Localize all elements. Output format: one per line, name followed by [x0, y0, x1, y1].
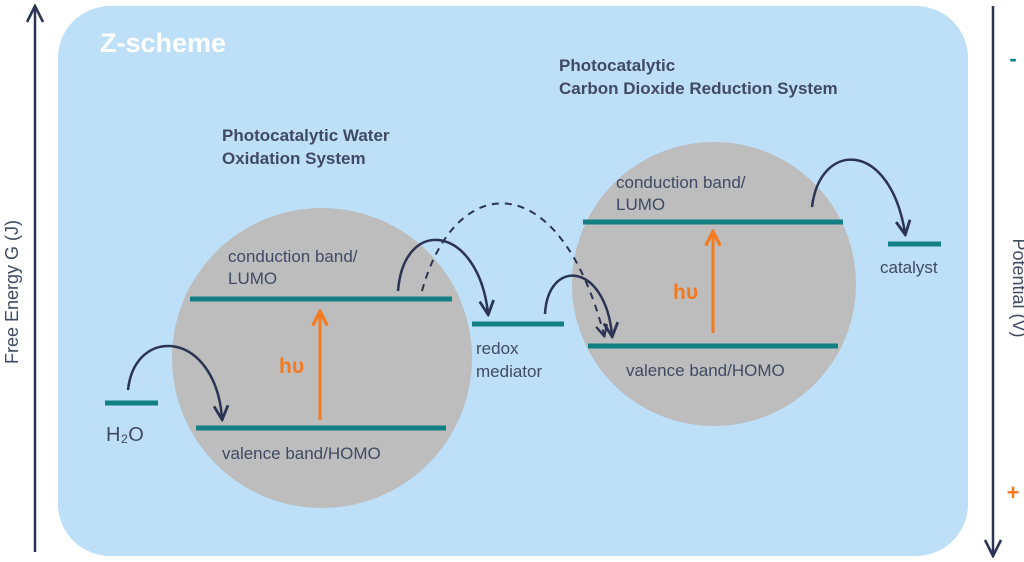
- co2-system-label-line2: Carbon Dioxide Reduction System: [559, 79, 838, 98]
- water-system-label-line2: Oxidation System: [222, 149, 366, 168]
- diagram-title: Z-scheme: [100, 28, 226, 58]
- redox-mediator-label-line1: redox: [476, 339, 519, 358]
- co2-system-label-line1: Photocatalytic: [559, 56, 675, 75]
- water-system-label-line1: Photocatalytic Water: [222, 126, 390, 145]
- conduction-band-to-mediator-arrow: [396, 238, 488, 313]
- co2-conduction-band-label-line2: LUMO: [616, 195, 665, 214]
- water-photon-label: hυ: [279, 355, 304, 378]
- free-energy-axis-label: Free Energy G (J): [2, 220, 22, 364]
- catalyst-label: catalyst: [880, 258, 938, 277]
- water-conduction-band-label-line2: LUMO: [228, 269, 277, 288]
- mediator-to-co2-valence-band-arrow: [543, 274, 612, 335]
- potential-positive-sign: +: [1007, 480, 1020, 505]
- co2-valence-band-label: valence band/HOMO: [626, 361, 785, 380]
- dashed-electron-transfer-arrow: [421, 202, 604, 335]
- redox-mediator-label-line2: mediator: [476, 362, 542, 381]
- potential-negative-sign: -: [1009, 46, 1016, 71]
- water-conduction-band-label-line1: conduction band/: [228, 247, 358, 266]
- co2-conduction-band-label-line1: conduction band/: [616, 173, 746, 192]
- conduction-band-to-catalyst-arrow: [810, 158, 905, 233]
- potential-axis-label: Potential (V): [1009, 238, 1024, 337]
- water-valence-band-label: valence band/HOMO: [222, 444, 381, 463]
- water-to-valence-band-arrow: [126, 344, 222, 418]
- co2-photon-label: hυ: [673, 281, 698, 304]
- water-label: H₂O: [106, 424, 144, 446]
- water-oxidation-photocatalyst: [172, 208, 472, 508]
